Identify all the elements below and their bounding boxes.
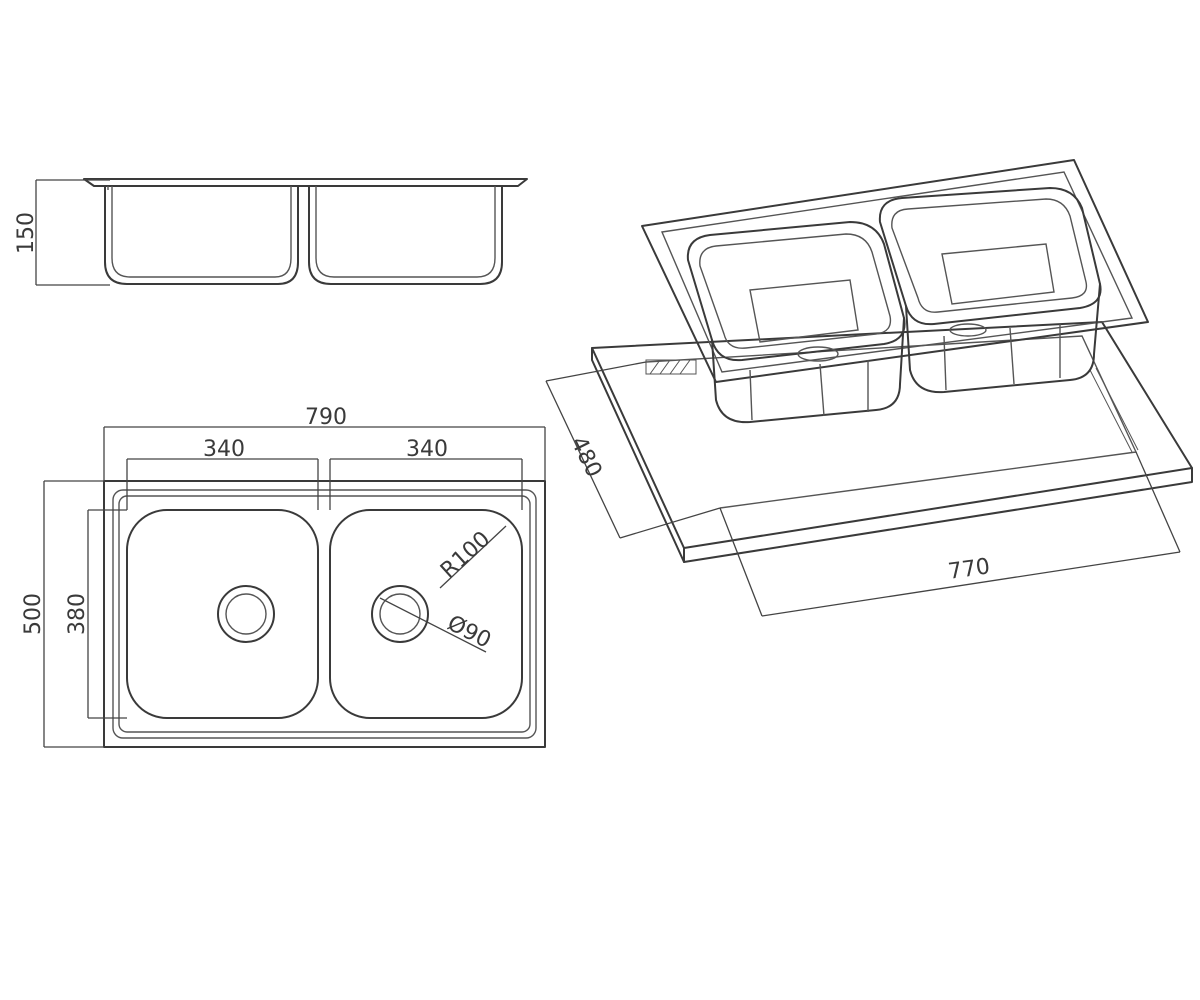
left-bowl-width-label: 340 — [203, 437, 245, 462]
overall-width-label: 790 — [305, 405, 347, 430]
right-drain — [371, 585, 429, 643]
corner-radius-label: R100 — [436, 527, 495, 584]
cutout-width-label: 770 — [947, 554, 992, 585]
drain-diameter-label: Ø90 — [443, 611, 495, 654]
plan-view: 790 340 340 500 380 R100 Ø90 — [21, 405, 546, 748]
depth-dimension-label: 150 — [14, 212, 39, 254]
countertop — [591, 321, 1193, 549]
left-bowl — [126, 509, 319, 719]
bowl-height-label: 380 — [65, 593, 90, 635]
left-drain — [217, 585, 275, 643]
side-elevation-view: 150 — [14, 178, 528, 286]
cutout-depth-label: 480 — [565, 433, 606, 482]
right-bowl-width-label: 340 — [406, 437, 448, 462]
overall-height-label: 500 — [21, 593, 46, 635]
right-bowl — [329, 509, 523, 719]
isometric-view: 480 770 — [545, 159, 1193, 617]
sink-rim — [641, 159, 1149, 383]
